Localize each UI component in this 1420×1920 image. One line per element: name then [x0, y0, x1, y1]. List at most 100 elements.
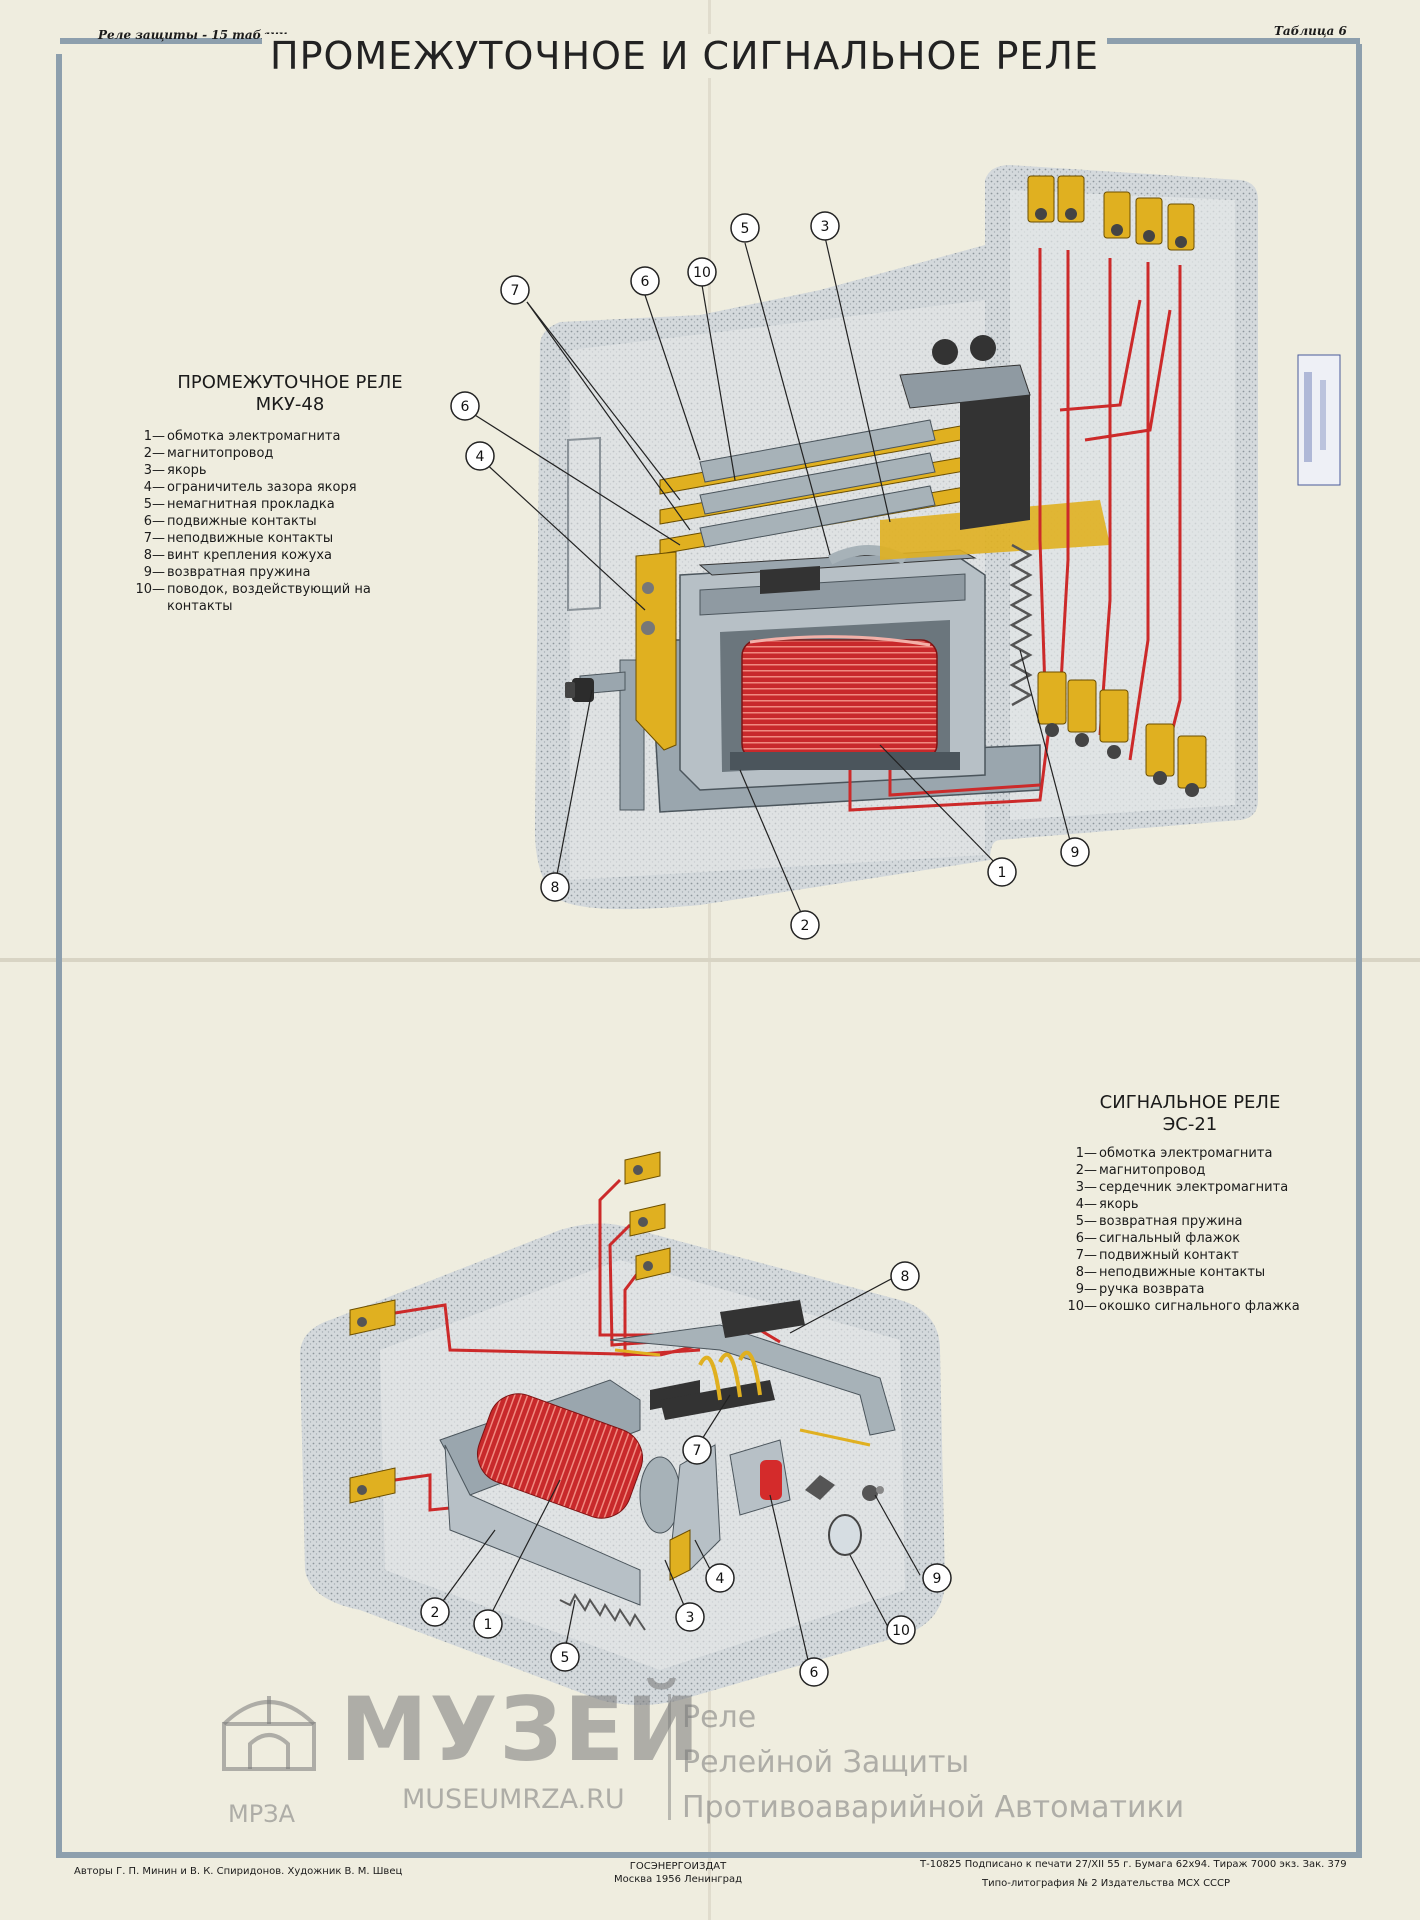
- terminal-block: [1177, 735, 1207, 797]
- callout-label: 2: [801, 918, 810, 934]
- es-terminals: [349, 1151, 671, 1504]
- cover-screw-icon: [565, 678, 594, 702]
- footer-authors: Авторы Г. П. Минин и В. К. Спиридонов. Х…: [74, 1866, 403, 1877]
- es-legend: 1—обмотка электромагнита 2—магнитопровод…: [1060, 1145, 1350, 1315]
- es-flag: [729, 1439, 791, 1516]
- legend-text: неподвижные контакты: [167, 531, 334, 546]
- terminal-block: [1099, 689, 1129, 759]
- terminal-block: [1057, 175, 1085, 223]
- callout-marker: 4: [465, 441, 495, 471]
- legend-text: окошко сигнального флажка: [1099, 1299, 1300, 1314]
- legend-num: 5: [1075, 1214, 1084, 1229]
- legend-item: 4—якорь: [1060, 1196, 1350, 1213]
- legend-text: поводок, воздействующий на контакты: [167, 582, 371, 614]
- callout-label: 9: [1071, 845, 1080, 861]
- legend-item: 3—сердечник электромагнита: [1060, 1179, 1350, 1196]
- mku-terminals-bottom: [1037, 671, 1207, 797]
- callout-marker: 4: [705, 1563, 735, 1593]
- watermark-line3: Противоаварийной Автоматики: [682, 1790, 1185, 1825]
- legend-num: 3: [1075, 1180, 1084, 1195]
- legend-num: 5: [143, 497, 152, 512]
- callout-label: 1: [998, 865, 1007, 881]
- mku-title: ПРОМЕЖУТОЧНОЕ РЕЛЕ МКУ-48: [150, 372, 430, 416]
- legend-item: 7—подвижный контакт: [1060, 1247, 1350, 1264]
- callout-marker: 9: [1060, 837, 1090, 867]
- callout-marker: 9: [922, 1563, 952, 1593]
- callout-marker: 1: [473, 1609, 503, 1639]
- legend-item: 2—магнитопровод: [128, 445, 428, 462]
- callout-marker: 10: [687, 257, 717, 287]
- callout-label: 3: [686, 1610, 695, 1626]
- poster-title: ПРОМЕЖУТОЧНОЕ И СИГНАЛЬНОЕ РЕЛЕ: [262, 34, 1107, 78]
- legend-text: ограничитель зазора якоря: [167, 480, 357, 495]
- museum-logo-icon: [222, 1696, 316, 1771]
- legend-num: 10: [135, 582, 152, 597]
- callout-marker: 6: [450, 391, 480, 421]
- terminal-block: [1135, 197, 1163, 245]
- callout-marker: 5: [550, 1642, 580, 1672]
- callout-marker: 3: [675, 1602, 705, 1632]
- legend-text: якорь: [167, 463, 207, 478]
- frame-right: [1356, 44, 1362, 1854]
- legend-num: 10: [1067, 1299, 1084, 1314]
- legend-item: 8—винт крепления кожуха: [128, 547, 428, 564]
- legend-num: 7: [143, 531, 152, 546]
- footer-printer: Типо-литография № 2 Издательства МСХ ССС…: [982, 1878, 1231, 1889]
- mku-terminals-top: [1027, 175, 1195, 251]
- frame-left: [56, 54, 62, 1854]
- footer-print-info: Т-10825 Подписано к печати 27/XII 55 г. …: [920, 1859, 1347, 1870]
- legend-text: подвижные контакты: [167, 514, 317, 529]
- watermark-line1: Реле: [682, 1700, 757, 1735]
- callout-label: 3: [821, 219, 830, 235]
- callout-label: 10: [892, 1623, 910, 1639]
- legend-item: 9—ручка возврата: [1060, 1281, 1350, 1298]
- mku-return-spring: [1009, 543, 1033, 707]
- es-illustration: 8 7 9 10 2 1 5 3 4 6: [300, 1151, 952, 1705]
- legend-num: 4: [1075, 1197, 1084, 1212]
- legend-text: обмотка электромагнита: [1099, 1146, 1273, 1161]
- mku-title-line2: МКУ-48: [255, 394, 325, 415]
- legend-item: 4—ограничитель зазора якоря: [128, 479, 428, 496]
- legend-item: 1—обмотка электромагнита: [1060, 1145, 1350, 1162]
- mku-limiter-bracket: [635, 551, 677, 751]
- callout-marker: 2: [790, 910, 820, 940]
- callout-marker: 10: [886, 1615, 916, 1645]
- legend-num: 6: [1075, 1231, 1084, 1246]
- legend-item: 8—неподвижные контакты: [1060, 1264, 1350, 1281]
- stamp: [1297, 354, 1341, 486]
- legend-text: магнитопровод: [167, 446, 274, 461]
- es-title-line1: СИГНАЛЬНОЕ РЕЛЕ: [1099, 1092, 1281, 1113]
- legend-item: 1—обмотка электромагнита: [128, 428, 428, 445]
- mku-coil: [730, 635, 960, 770]
- callout-marker: 8: [890, 1261, 920, 1291]
- callout-marker: 3: [810, 211, 840, 241]
- terminal-block: [1145, 723, 1175, 785]
- mku-contacts: [659, 335, 1110, 560]
- callout-marker: 6: [799, 1657, 829, 1687]
- mku-leader-lines: [466, 236, 1074, 923]
- callout-label: 8: [551, 880, 560, 896]
- terminal-block: [1027, 175, 1055, 223]
- table-number: Таблица 6: [1274, 24, 1347, 38]
- legend-item: 5—немагнитная прокладка: [128, 496, 428, 513]
- legend-item: 6—подвижные контакты: [128, 513, 428, 530]
- callout-marker: 7: [682, 1435, 712, 1465]
- legend-text: возвратная пружина: [1099, 1214, 1243, 1229]
- watermark-url: MUSEUMRZA.RU: [402, 1784, 625, 1815]
- es-return-spring: [559, 1593, 646, 1631]
- legend-num: 7: [1075, 1248, 1084, 1263]
- watermark-name: МУЗЕЙ: [340, 1678, 702, 1781]
- legend-num: 1: [143, 429, 152, 444]
- legend-num: 2: [143, 446, 152, 461]
- es-title-line2: ЭС-21: [1162, 1114, 1218, 1135]
- callout-marker: 5: [730, 213, 760, 243]
- es-reset-handle: [805, 1475, 884, 1501]
- callout-label: 4: [716, 1571, 725, 1587]
- callout-label: 7: [693, 1443, 702, 1459]
- es-callouts: 8 7 9 10 2 1 5 3 4 6: [420, 1261, 952, 1687]
- callout-label: 7: [511, 283, 520, 299]
- legend-item: 2—магнитопровод: [1060, 1162, 1350, 1179]
- watermark-line2: Релейной Защиты: [682, 1745, 970, 1780]
- legend-num: 6: [143, 514, 152, 529]
- es-title: СИГНАЛЬНОЕ РЕЛЕ ЭС-21: [1050, 1092, 1330, 1136]
